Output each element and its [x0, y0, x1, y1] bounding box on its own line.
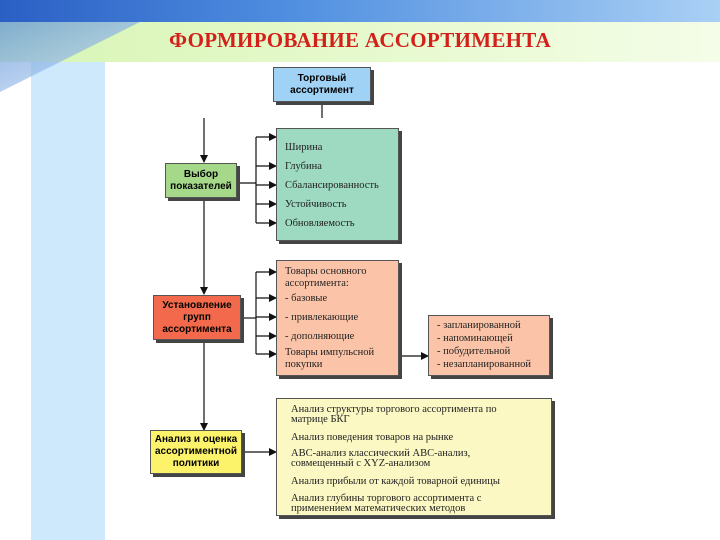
step3-label: Анализ и оценка ассортиментной политики	[154, 434, 238, 469]
indicator-item: Ширина	[285, 142, 323, 153]
main-group-label: Товары основного ассортимента:	[285, 266, 367, 289]
impulse-item: - побудительной	[437, 346, 511, 357]
step2-establish-groups: Установление групп ассортимента	[153, 295, 241, 340]
indicator-item: Глубина	[285, 161, 322, 172]
step2-label: Установление групп ассортимента	[162, 299, 232, 335]
indicator-item: Сбалансированность	[285, 180, 379, 191]
analysis-item: Анализ прибыли от каждой товарной единиц…	[291, 476, 500, 487]
impulse-item: - напоминающей	[437, 333, 513, 344]
impulse-item: - запланированной	[437, 320, 521, 331]
analysis-item: Анализ поведения товаров на рынке	[291, 432, 454, 443]
impulse-purchase-panel: - запланированной - напоминающей - побуд…	[428, 315, 550, 376]
analysis-item: Анализ глубины торгового ассортимента с …	[291, 493, 482, 514]
indicator-item: Устойчивость	[285, 199, 347, 210]
step1-label: Выбор показателей	[170, 168, 232, 192]
step2-groups-panel: Товары основного ассортимента: - базовые…	[276, 260, 399, 376]
page-title: ФОРМИРОВАНИЕ АССОРТИМЕНТА	[168, 28, 552, 52]
indicator-item: Обновляемость	[285, 218, 355, 229]
step1-indicators-panel: Ширина Глубина Сбалансированность Устойч…	[276, 128, 399, 241]
left-stripe	[31, 0, 105, 540]
main-group-item: - дополняющие	[285, 331, 355, 342]
analysis-item: Анализ структуры торгового ассортимента …	[291, 404, 497, 425]
top-box-label: Торговый ассортимент	[290, 72, 354, 96]
top-box-trade-assortment: Торговый ассортимент	[273, 67, 371, 102]
step1-select-indicators: Выбор показателей	[165, 163, 237, 198]
step3-analysis-policy: Анализ и оценка ассортиментной политики	[150, 430, 242, 474]
step3-analysis-panel: Анализ структуры торгового ассортимента …	[276, 398, 552, 516]
impulse-group-label: Товары импульсной покупки	[285, 347, 375, 370]
impulse-item: - незапланированной	[437, 359, 532, 370]
top-band	[0, 0, 720, 22]
main-group-item: - базовые	[285, 293, 328, 304]
main-group-item: - привлекающие	[285, 312, 359, 323]
analysis-item: ABC-анализ классический ABC-анализ, совм…	[291, 448, 471, 469]
